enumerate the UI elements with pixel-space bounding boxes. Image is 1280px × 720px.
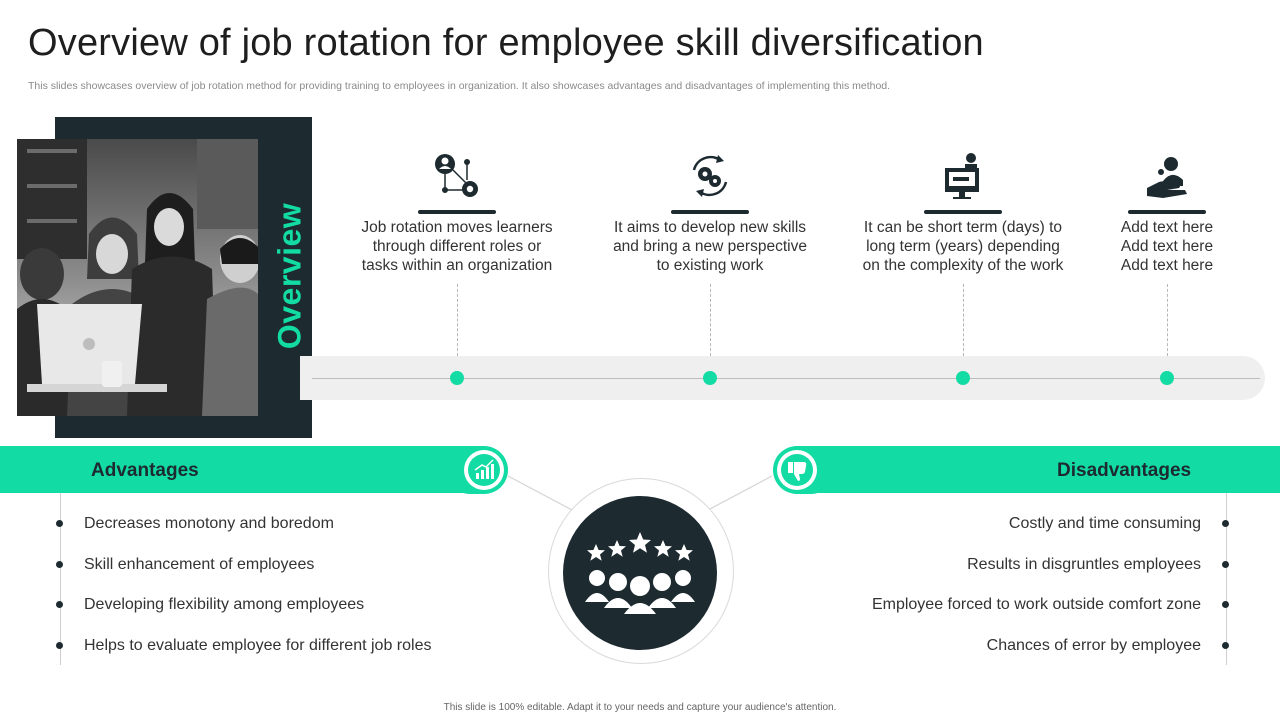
disadvantages-rail [1226,493,1227,665]
advantages-band [0,446,485,493]
advantage-item: Helps to evaluate employee for different… [84,637,432,654]
hand-user-icon [1147,157,1187,198]
list-bullet [1222,601,1229,608]
bar-chart-growth-icon [468,454,500,486]
item-divider [1128,210,1206,214]
timeline-connector [1167,284,1168,356]
timeline-dot [450,371,464,385]
disadvantages-band [795,446,1280,493]
timeline-dot [956,371,970,385]
timeline-line [312,378,1260,379]
item-line: to existing work [656,257,764,274]
item-line: and bring a new perspective [613,238,807,255]
advantage-item: Skill enhancement of employees [84,556,315,573]
footer-note: This slide is 100% editable. Adapt it to… [443,702,837,713]
disadvantages-badge [773,446,835,494]
item-line: Add text here [1120,238,1214,255]
slide-subtitle: This slides showcases overview of job ro… [28,80,891,92]
team-photo [17,139,258,416]
list-bullet [1222,520,1229,527]
item-text: Job rotation moves learners through diff… [337,218,577,275]
advantages-title: Advantages [91,460,199,481]
item-line: Job rotation moves learners [361,219,553,236]
list-bullet [56,561,63,568]
list-bullet [1222,642,1229,649]
item-line: through different roles or [372,238,542,255]
badge-inner [777,450,817,490]
item-text: It aims to develop new skills and bring … [590,218,830,275]
item-line: on the complexity of the work [862,257,1064,274]
disadvantage-item: Chances of error by employee [986,637,1201,654]
emblem [563,496,717,650]
item-text: It can be short term (days) to long term… [843,218,1083,275]
timeline-connector [963,284,964,356]
disadvantage-item: Results in disgruntles employees [967,556,1201,573]
timeline-item: Job rotation moves learners through diff… [337,150,577,275]
advantage-item: Developing flexibility among employees [84,596,365,613]
item-divider [924,210,1002,214]
timeline-connector [457,284,458,356]
advantages-badge [446,446,508,494]
item-divider [671,210,749,214]
advantages-rail [60,493,61,665]
list-bullet [56,642,63,649]
item-line: long term (years) depending [866,238,1060,255]
timeline-connector [710,284,711,356]
presenter-screen-icon [945,153,979,199]
list-bullet [56,520,63,527]
item-line: It aims to develop new skills [613,219,807,236]
disadvantages-title: Disadvantages [1057,460,1192,481]
badge-inner [464,450,504,490]
gears-cycle-icon [692,155,728,197]
timeline-dot [1160,371,1174,385]
timeline-item: It can be short term (days) to long term… [843,150,1083,275]
timeline-item: Add text here Add text here Add text her… [1047,150,1280,275]
item-divider [418,210,496,214]
item-line: Add text here [1120,219,1214,236]
list-bullet [56,601,63,608]
item-line: tasks within an organization [361,257,553,274]
thumbs-down-icon [781,454,813,486]
slide-title: Overview of job rotation for employee sk… [28,22,984,64]
disadvantage-item: Costly and time consuming [1008,515,1201,532]
timeline-dot [703,371,717,385]
advantage-item: Decreases monotony and boredom [84,515,334,532]
overview-label: Overview [271,202,308,350]
item-text: Add text here Add text here Add text her… [1047,218,1280,275]
team-rating-stars-icon [585,532,695,614]
list-bullet [1222,561,1229,568]
user-network-gear-icon [435,154,478,197]
timeline-item: It aims to develop new skills and bring … [590,150,830,275]
item-line: Add text here [1120,257,1214,274]
disadvantage-item: Employee forced to work outside comfort … [871,596,1201,613]
item-line: It can be short term (days) to [863,219,1063,236]
